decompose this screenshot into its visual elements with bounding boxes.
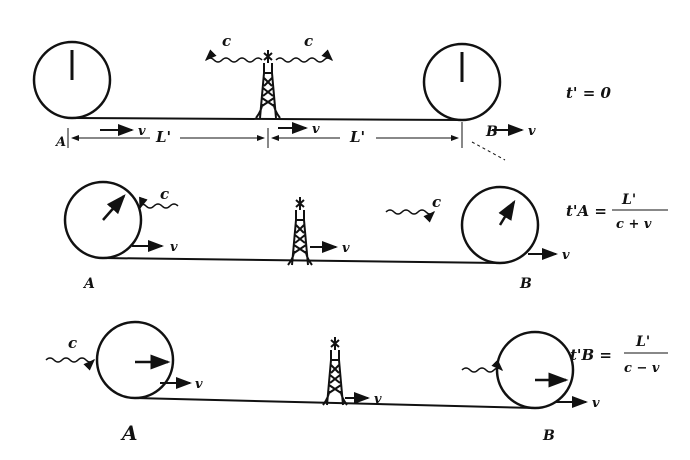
scene-tA: c c v v v A B t'A = L' c + v [63, 180, 668, 292]
label-B: B [519, 276, 532, 292]
label-v: v [138, 124, 146, 139]
label-c: c [68, 334, 77, 352]
equation-tB-lhs: t'B = [570, 346, 612, 364]
light-wave [385, 209, 436, 223]
light-wave-right [275, 49, 334, 63]
label-c: c [222, 32, 231, 50]
rod [134, 397, 536, 409]
light-wave [461, 359, 504, 373]
tower-icon [322, 336, 348, 406]
label-A: A [120, 421, 138, 445]
rod [71, 117, 463, 121]
equation-tA-lhs: t'A = [566, 202, 607, 220]
label-v: v [342, 241, 350, 256]
label-v: v [195, 377, 203, 392]
clock-A [95, 320, 175, 400]
clock-B [495, 330, 575, 410]
label-B: B [485, 124, 498, 140]
label-A: A [82, 276, 95, 292]
equation-denominator: c − v [624, 361, 660, 376]
label-v: v [374, 392, 382, 407]
equation-numerator: L' [621, 192, 636, 208]
label-v: v [312, 122, 320, 137]
clock-hand [498, 199, 516, 226]
label-v: v [592, 396, 600, 411]
label-v: v [562, 248, 570, 263]
rod [102, 257, 501, 264]
light-wave [139, 196, 179, 210]
scene-tB: c v v v A B t'B = L' c − v [45, 320, 668, 445]
light-wave [45, 357, 96, 371]
clock-hand [102, 194, 126, 221]
label-B: B [542, 428, 555, 444]
scene-t0: c c v v v L' L' A B t' = 0 [32, 32, 612, 161]
equation-denominator: c + v [616, 217, 652, 232]
label-c: c [304, 32, 313, 50]
light-wave-left [204, 49, 263, 63]
tower-icon [287, 196, 313, 266]
label-v: v [528, 124, 536, 139]
equation-t0: t' = 0 [566, 84, 612, 102]
equation-numerator: L' [635, 334, 650, 350]
label-v: v [170, 240, 178, 255]
label-L: L' [155, 128, 171, 146]
label-c: c [160, 185, 169, 203]
label-c: c [432, 193, 441, 211]
label-A: A [54, 135, 66, 150]
label-L: L' [349, 128, 365, 146]
